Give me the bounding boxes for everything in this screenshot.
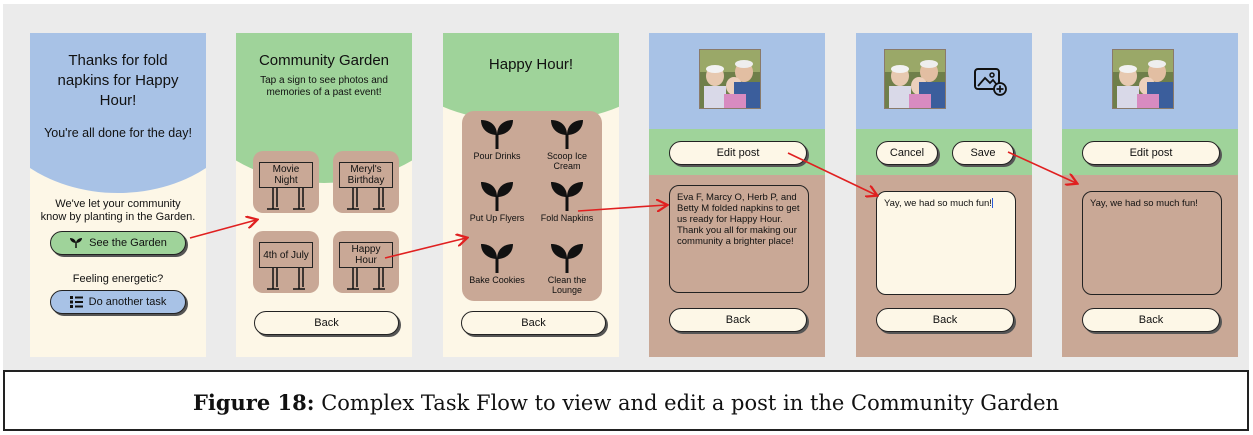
page-title: Community Garden <box>258 52 390 69</box>
list-icon <box>69 296 83 308</box>
edit-post-button[interactable]: Edit post <box>1082 141 1220 165</box>
title-line-1: Thanks for fold <box>68 52 168 69</box>
header-blob <box>30 33 206 193</box>
post-edit-field[interactable]: Yay, we had so much fun! <box>876 191 1016 295</box>
see-garden-button[interactable]: See the Garden <box>50 231 186 255</box>
screen-edit-post: Cancel Save Yay, we had so much fun! Bac… <box>856 33 1032 357</box>
title-line-2: napkins for Happy <box>57 72 179 89</box>
subtitle-line-1: Tap a sign to see photos and <box>260 75 388 86</box>
event-photo <box>1112 49 1174 109</box>
sprout-icon <box>481 182 513 211</box>
save-button[interactable]: Save <box>952 141 1014 165</box>
task-pour-drinks[interactable]: Pour Drinks <box>462 119 532 161</box>
caption-label: Figure 18: <box>192 390 315 415</box>
header-blob <box>443 33 619 123</box>
signpost-icon <box>267 188 305 210</box>
figure-panel: Thanks for fold napkins for Happy Hour! … <box>3 4 1249 372</box>
caption-text: Complex Task Flow to view and edit a pos… <box>314 391 1060 415</box>
screen-community-garden: Community Garden Tap a sign to see photo… <box>236 33 412 357</box>
sign-4th-of-july[interactable]: 4th of July <box>253 231 319 293</box>
sprout-icon <box>551 182 583 211</box>
task-put-up-flyers[interactable]: Put Up Flyers <box>462 181 532 223</box>
energetic-label: Feeling energetic? <box>72 273 164 285</box>
sign-board: 4th of July <box>259 242 313 268</box>
signpost-icon <box>347 268 385 290</box>
text-cursor <box>991 198 993 209</box>
task-fold-napkins[interactable]: Fold Napkins <box>532 181 602 223</box>
signpost-icon <box>347 188 385 210</box>
back-button[interactable]: Back <box>1082 308 1220 332</box>
figure-caption: Figure 18: Complex Task Flow to view and… <box>3 376 1249 430</box>
screen-task-complete: Thanks for fold napkins for Happy Hour! … <box>30 33 206 357</box>
back-button[interactable]: Back <box>876 308 1014 332</box>
sprout-icon <box>69 237 83 249</box>
screen-view-post: Edit post Eva F, Marcy O, Herb P, and Be… <box>649 33 825 357</box>
sprout-icon <box>481 244 513 273</box>
subtitle-line-2: memories of a past event! <box>266 87 382 98</box>
back-button[interactable]: Back <box>669 308 807 332</box>
another-task-label: Do another task <box>88 296 167 308</box>
sprout-icon <box>551 244 583 273</box>
garden-message-line-2: know by planting in the Garden. <box>40 211 196 223</box>
task-bake-cookies[interactable]: Bake Cookies <box>462 243 532 285</box>
done-subtitle: You're all done for the day! <box>44 126 192 140</box>
event-photo <box>884 49 946 109</box>
post-text: Eva F, Marcy O, Herb P, and Betty M fold… <box>669 185 809 293</box>
sprout-icon <box>481 120 513 149</box>
post-text: Yay, we had so much fun! <box>1082 191 1222 295</box>
sprout-icon <box>551 120 583 149</box>
screen-updated-post: Edit post Yay, we had so much fun! Back <box>1062 33 1238 357</box>
back-button[interactable]: Back <box>254 311 399 335</box>
title-line-3: Hour! <box>99 92 137 109</box>
another-task-button[interactable]: Do another task <box>50 290 186 314</box>
back-button[interactable]: Back <box>461 311 606 335</box>
see-garden-label: See the Garden <box>89 237 167 249</box>
cancel-button[interactable]: Cancel <box>876 141 938 165</box>
add-photo-icon[interactable] <box>974 67 1008 102</box>
garden-message-line-1: We've let your community <box>55 198 181 210</box>
signpost-icon <box>267 268 305 290</box>
page-title: Happy Hour! <box>488 56 574 73</box>
event-photo <box>699 49 761 109</box>
edit-post-button[interactable]: Edit post <box>669 141 807 165</box>
